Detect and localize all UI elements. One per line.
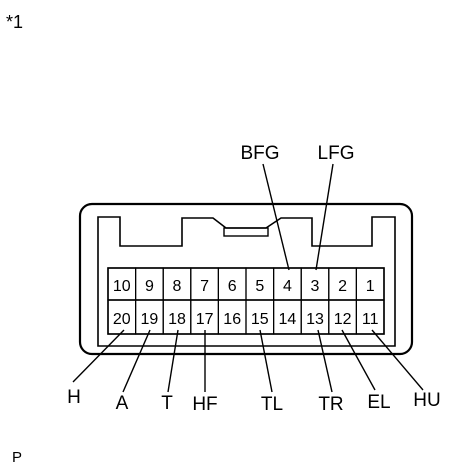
pin-number-16: 16 bbox=[223, 311, 241, 328]
pin-row-bottom: 20 19 18 17 16 15 14 13 12 11 bbox=[107, 299, 385, 335]
leader-line-bfg bbox=[262, 163, 290, 271]
pin-number-6: 6 bbox=[228, 278, 237, 295]
pin-number-11: 11 bbox=[362, 311, 379, 328]
leader-line-el bbox=[341, 329, 376, 391]
signal-label-hf: HF bbox=[192, 394, 217, 415]
pin-number-20: 20 bbox=[113, 311, 131, 328]
signal-label-hu: HU bbox=[413, 390, 440, 411]
pin-number-14: 14 bbox=[279, 311, 297, 328]
leader-lines bbox=[72, 163, 424, 393]
leader-line-a bbox=[122, 329, 151, 393]
corner-label: *1 bbox=[6, 12, 23, 32]
signal-label-el: EL bbox=[367, 392, 390, 413]
leader-line-t bbox=[167, 329, 179, 393]
pin-number-19: 19 bbox=[141, 311, 159, 328]
signal-label-a: A bbox=[116, 393, 129, 414]
pin-number-4: 4 bbox=[283, 278, 292, 295]
pin-number-15: 15 bbox=[251, 311, 269, 328]
pin-number-10: 10 bbox=[113, 278, 131, 295]
housing-inner bbox=[97, 216, 396, 347]
pin-number-9: 9 bbox=[145, 278, 154, 295]
signal-label-tr: TR bbox=[318, 394, 343, 415]
pin-number-1: 1 bbox=[366, 278, 375, 295]
signal-labels: BFG LFG H A T HF TL TR EL HU bbox=[67, 143, 441, 415]
pin-number-2: 2 bbox=[338, 278, 347, 295]
pin-number-13: 13 bbox=[306, 311, 324, 328]
pin-number-7: 7 bbox=[200, 278, 209, 295]
leader-line-h bbox=[72, 329, 125, 383]
signal-label-tl: TL bbox=[261, 394, 283, 415]
latch-notch bbox=[223, 227, 269, 237]
pin-number-18: 18 bbox=[168, 311, 186, 328]
footer-label: P bbox=[12, 449, 22, 466]
pin-number-8: 8 bbox=[173, 278, 182, 295]
pin-cell-11 bbox=[355, 299, 385, 335]
pin-row-top: 10 9 8 7 6 5 4 3 2 1 bbox=[107, 267, 385, 301]
pin-number-3: 3 bbox=[311, 278, 320, 295]
signal-label-t: T bbox=[161, 393, 173, 414]
connector-housing bbox=[78, 202, 414, 356]
leader-line-tr bbox=[317, 329, 333, 393]
housing-outer bbox=[78, 202, 414, 356]
pin-number-5: 5 bbox=[255, 278, 264, 295]
leader-line-tl bbox=[259, 329, 273, 393]
leader-line-lfg bbox=[315, 163, 334, 271]
signal-label-bfg: BFG bbox=[240, 143, 279, 164]
signal-label-lfg: LFG bbox=[318, 143, 355, 164]
leader-line-hu bbox=[371, 329, 424, 391]
pin-number-17: 17 bbox=[196, 311, 214, 328]
pin-number-12: 12 bbox=[334, 311, 352, 328]
signal-label-h: H bbox=[67, 387, 81, 408]
